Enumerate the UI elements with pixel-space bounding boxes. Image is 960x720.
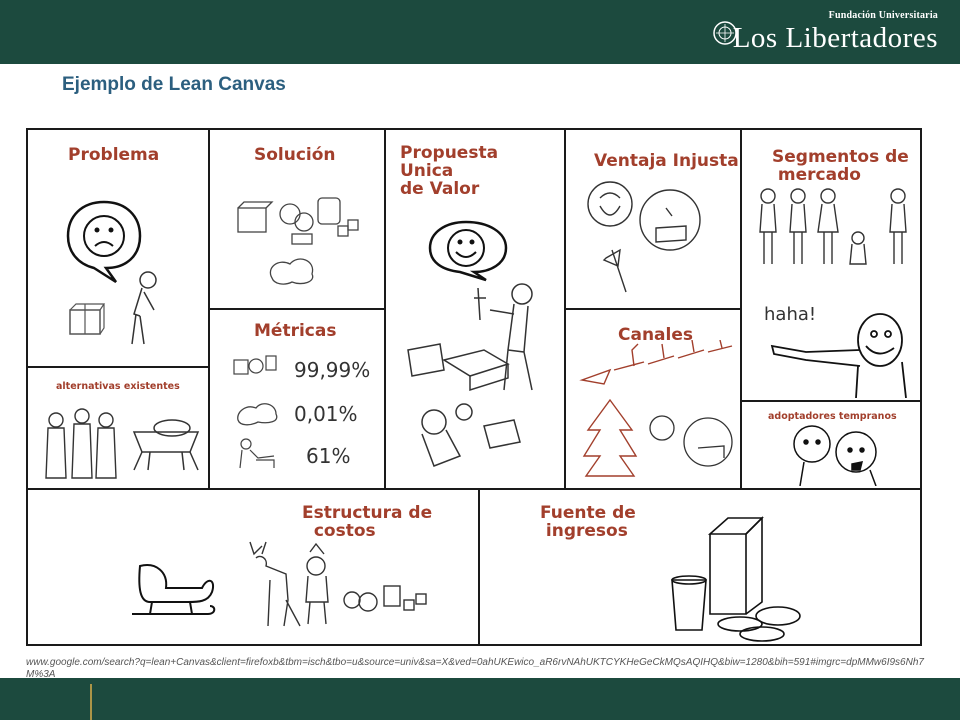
manger-icon	[132, 419, 200, 471]
gift-box-icon	[69, 303, 106, 335]
two-kids-icon	[793, 425, 877, 486]
header-bar: Fundación Universitaria Los Libertadores	[0, 0, 960, 64]
metric-value-2: 0,01%	[294, 402, 358, 426]
reindeer-sleigh-icon	[579, 340, 733, 385]
sad-face-speech-bubble-icon	[66, 200, 142, 284]
cell-propuesta: Propuesta Unica de Valor	[384, 128, 566, 490]
pointing-man-icon	[770, 313, 907, 398]
logo-subtitle: Fundación Universitaria	[828, 10, 938, 21]
sleigh-icon	[132, 564, 216, 615]
seal-icon	[713, 21, 737, 45]
metric-value-3: 61%	[306, 444, 351, 468]
elf-working-icon	[239, 438, 275, 469]
cell-alternativas: alternativas existentes	[26, 366, 210, 490]
footer-divider	[90, 684, 92, 720]
heading-propuesta: Propuesta Unica de Valor	[400, 143, 499, 199]
cell-estructura: Estructura de costos	[26, 488, 480, 646]
logo-name: Los Libertadores	[732, 22, 938, 54]
slide-title: Ejemplo de Lean Canvas	[62, 74, 286, 95]
santa-portraits-icon	[587, 181, 701, 293]
christmas-tree-icon	[582, 398, 638, 477]
reindeer-elf-toys-icon	[249, 541, 427, 627]
cell-adoptadores: adoptadores tempranos	[740, 400, 922, 490]
cell-segmentos: Segmentos de mercado haha!	[740, 128, 922, 402]
toys-small-icon	[233, 355, 277, 375]
santa-at-desk-icon	[649, 415, 733, 467]
heading-adoptadores: adoptadores tempranos	[768, 411, 897, 422]
rock-icon	[237, 403, 278, 426]
three-kings-icon	[45, 408, 117, 479]
metric-value-1: 99,99%	[294, 358, 371, 382]
heading-solucion: Solución	[254, 145, 336, 165]
footer-bar	[0, 678, 960, 720]
cell-solucion: Solución	[208, 128, 386, 310]
heading-alternativas: alternativas existentes	[56, 381, 180, 392]
heading-metricas: Métricas	[254, 321, 337, 341]
cell-metricas: Métricas 99,99% 0,01% 61%	[208, 308, 386, 490]
cell-problema: Problema	[26, 128, 210, 368]
heading-estructura: Estructura de costos	[302, 503, 433, 541]
speech-text: haha!	[764, 304, 817, 325]
milk-cookies-icon	[671, 516, 801, 642]
heading-segmentos: Segmentos de mercado	[772, 147, 909, 185]
cell-fuente: Fuente de ingresos	[478, 488, 922, 646]
happy-face-speech-bubble-icon	[428, 220, 508, 282]
children-group-icon	[759, 188, 907, 265]
heading-canales: Canales	[618, 325, 693, 345]
source-link[interactable]: www.google.com/search?q=lean+Canvas&clie…	[26, 657, 924, 680]
cell-canales: Canales	[564, 308, 742, 490]
heading-ventaja: Ventaja Injusta	[594, 151, 739, 171]
heading-fuente: Fuente de ingresos	[540, 503, 636, 541]
sad-child-icon	[131, 271, 157, 345]
toys-icon	[237, 197, 359, 285]
heading-problema: Problema	[68, 145, 160, 165]
child-with-toys-icon	[407, 283, 533, 467]
cell-ventaja: Ventaja Injusta	[564, 128, 742, 310]
